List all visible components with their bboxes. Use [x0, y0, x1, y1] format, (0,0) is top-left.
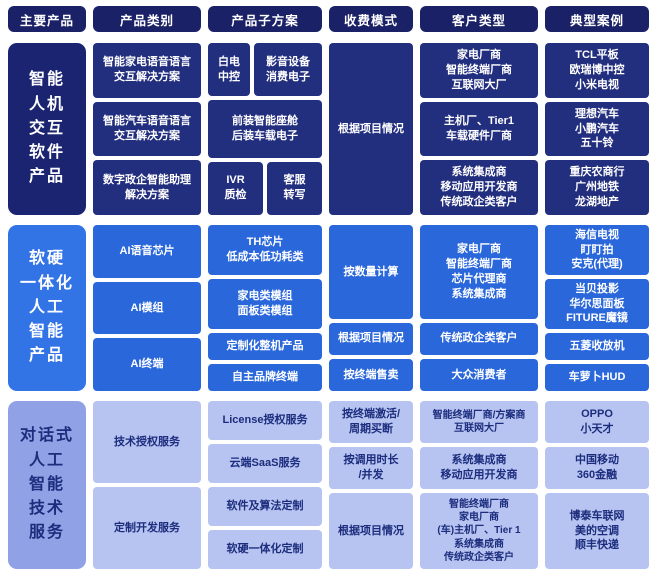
subplan-cell: 自主品牌终端	[208, 364, 322, 391]
band-label-integrated-ai: 软硬 一体化 人工 智能 产品	[8, 225, 86, 391]
pricing-cell: 根据项目情况	[329, 492, 413, 570]
column-categories: AI语音芯片 AI模组 AI终端	[93, 225, 201, 392]
case-cell: 博泰车联网 美的空调 顺丰快递	[545, 492, 649, 570]
subplan-split-row: IVR 质检 客服 转写	[208, 161, 322, 215]
subplan-cell: 家电类模组 面板类模组	[208, 279, 322, 329]
column-categories: 智能家电语音语言 交互解决方案 智能汽车语音语言 交互解决方案 数字政企智能助理…	[93, 43, 201, 216]
column-customers: 家电厂商 智能终端厂商 芯片代理商 系统集成商 传统政企类客户 大众消费者	[420, 225, 538, 391]
category-cell: 智能汽车语音语言 交互解决方案	[93, 101, 201, 157]
column-pricing: 根据项目情况	[329, 43, 413, 215]
case-cell: 中国移动 360金融	[545, 446, 649, 489]
column-cases: 海信电视 盯盯拍 安克(代理) 当贝投影 华尔思面板 FITURE魔镜 五菱收放…	[545, 225, 649, 391]
category-cell: AI语音芯片	[93, 225, 201, 278]
category-cell: 智能家电语音语言 交互解决方案	[93, 43, 201, 98]
header-typical-cases: 典型案例	[545, 6, 649, 32]
pricing-cell: 根据项目情况	[329, 322, 413, 355]
column-customers: 家电厂商 智能终端厂商 互联网大厂 主机厂、Tier1 车载硬件厂商 系统集成商…	[420, 43, 538, 216]
band-label-hmi-software: 智能 人机 交互 软件 产品	[8, 43, 86, 215]
case-cell: 理想汽车 小鹏汽车 五十铃	[545, 101, 649, 157]
category-cell: 技术授权服务	[93, 401, 201, 483]
subplan-cell: 软件及算法定制	[208, 487, 322, 526]
band-label-conversational-ai: 对话式 人工 智能 技术 服务	[8, 401, 86, 569]
band-hmi-software: 智能 人机 交互 软件 产品 智能家电语音语言 交互解决方案 智能汽车语音语言 …	[8, 43, 652, 216]
customer-cell: 系统集成商 移动应用开发商 传统政企类客户	[420, 160, 538, 216]
customer-cell: 大众消费者	[420, 358, 538, 391]
case-cell: 五菱收放机	[545, 333, 649, 360]
customer-cell: 传统政企类客户	[420, 322, 538, 355]
customer-cell: 家电厂商 智能终端厂商 芯片代理商 系统集成商	[420, 225, 538, 319]
subplan-cell: IVR 质检	[208, 161, 263, 215]
column-categories: 技术授权服务 定制开发服务	[93, 401, 201, 569]
category-cell: 数字政企智能助理 解决方案	[93, 160, 201, 216]
header-customer-type: 客户类型	[420, 6, 538, 32]
case-cell: 当贝投影 华尔思面板 FITURE魔镜	[545, 279, 649, 329]
case-cell: 重庆农商行 广州地铁 龙湖地产	[545, 160, 649, 216]
subplan-cell: License授权服务	[208, 401, 322, 440]
header-product-subplan: 产品子方案	[208, 6, 322, 32]
band-conversational-ai-services: 对话式 人工 智能 技术 服务 技术授权服务 定制开发服务 License授权服…	[8, 401, 652, 570]
case-cell: TCL平板 欧瑞博中控 小米电视	[545, 43, 649, 98]
column-cases: OPPO 小天才 中国移动 360金融 博泰车联网 美的空调 顺丰快递	[545, 401, 649, 570]
column-pricing: 按数量计算 根据项目情况 按终端售卖	[329, 225, 413, 391]
column-subplans: 白电 中控 影音设备 消费电子 前装智能座舱 后装车载电子 IVR 质检 客服 …	[208, 43, 322, 215]
column-subplans: License授权服务 云端SaaS服务 软件及算法定制 软硬一体化定制	[208, 401, 322, 569]
customer-cell: 家电厂商 智能终端厂商 互联网大厂	[420, 43, 538, 98]
column-customers: 智能终端厂商/方案商 互联网大厂 系统集成商 移动应用开发商 智能终端厂商 家电…	[420, 401, 538, 570]
pricing-cell: 按数量计算	[329, 225, 413, 319]
category-cell: AI终端	[93, 338, 201, 392]
case-cell: OPPO 小天才	[545, 401, 649, 443]
category-cell: 定制开发服务	[93, 487, 201, 569]
subplan-split-row: 白电 中控 影音设备 消费电子	[208, 43, 322, 97]
customer-cell: 主机厂、Tier1 车载硬件厂商	[420, 101, 538, 157]
customer-cell: 智能终端厂商 家电厂商 (车)主机厂、Tier 1 系统集成商 传统政企类客户	[420, 492, 538, 570]
column-pricing: 按终端激活/ 周期买断 按调用时长 /并发 根据项目情况	[329, 401, 413, 570]
customer-cell: 系统集成商 移动应用开发商	[420, 446, 538, 489]
subplan-cell: TH芯片 低成本低功耗类	[208, 225, 322, 275]
header-row: 主要产品 产品类别 产品子方案 收费模式 客户类型 典型案例	[8, 6, 652, 32]
subplan-cell: 云端SaaS服务	[208, 444, 322, 483]
column-subplans: TH芯片 低成本低功耗类 家电类模组 面板类模组 定制化整机产品 自主品牌终端	[208, 225, 322, 391]
case-cell: 海信电视 盯盯拍 安克(代理)	[545, 225, 649, 275]
header-main-products: 主要产品	[8, 6, 86, 32]
pricing-cell: 按终端售卖	[329, 358, 413, 391]
band-integrated-ai: 软硬 一体化 人工 智能 产品 AI语音芯片 AI模组 AI终端 TH芯片 低成…	[8, 225, 652, 392]
pricing-cell: 根据项目情况	[329, 43, 413, 215]
case-cell: 车萝卜HUD	[545, 364, 649, 391]
customer-cell: 智能终端厂商/方案商 互联网大厂	[420, 401, 538, 443]
subplan-cell: 影音设备 消费电子	[253, 43, 322, 97]
subplan-cell: 软硬一体化定制	[208, 530, 322, 569]
subplan-cell: 客服 转写	[267, 161, 322, 215]
subplan-cell: 定制化整机产品	[208, 333, 322, 360]
column-cases: TCL平板 欧瑞博中控 小米电视 理想汽车 小鹏汽车 五十铃 重庆农商行 广州地…	[545, 43, 649, 216]
header-product-category: 产品类别	[93, 6, 201, 32]
subplan-cell: 白电 中控	[208, 43, 250, 97]
pricing-cell: 按终端激活/ 周期买断	[329, 401, 413, 443]
header-pricing-model: 收费模式	[329, 6, 413, 32]
pricing-cell: 按调用时长 /并发	[329, 446, 413, 489]
subplan-cell: 前装智能座舱 后装车载电子	[208, 100, 322, 158]
category-cell: AI模组	[93, 281, 201, 335]
